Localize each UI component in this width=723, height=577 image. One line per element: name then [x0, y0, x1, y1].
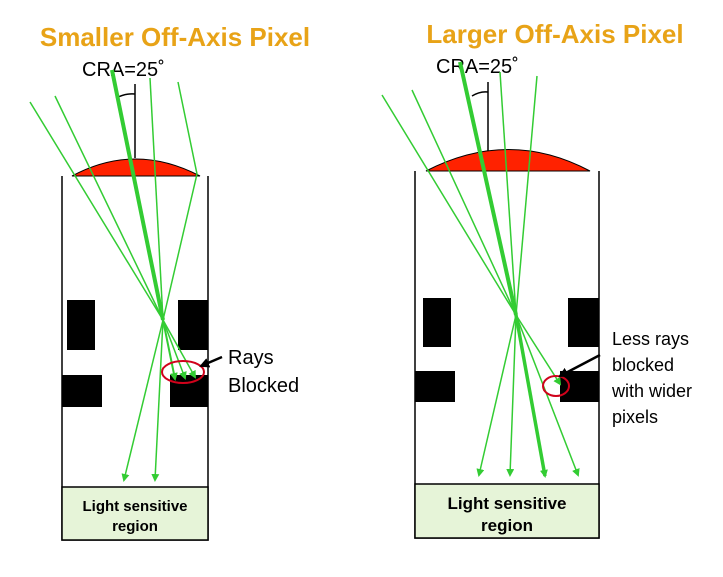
- right-ray-arrow: [515, 314, 580, 477]
- left-metal-block-upper-left: [67, 300, 95, 350]
- right-panel: Larger Off-Axis Pixel CRA=25˚: [381, 19, 692, 539]
- left-chief-ray: [110, 69, 165, 321]
- right-microlens: [425, 149, 591, 172]
- right-annotation-line4: pixels: [612, 407, 658, 427]
- right-ray: [411, 89, 517, 316]
- right-cra-label: CRA=25˚: [436, 56, 519, 78]
- left-ray-arrow-blocked: [162, 319, 187, 380]
- right-metal-block-lower-right: [560, 371, 599, 402]
- right-metal-block-upper-left: [423, 298, 451, 347]
- left-pixel-wall: [61, 176, 209, 541]
- left-ray-arrow-blocked: [162, 319, 178, 381]
- left-light-sensitive-region: [61, 486, 209, 541]
- left-ray-arrow: [151, 319, 164, 482]
- left-annotation-arrow: [199, 355, 223, 368]
- left-microlens: [71, 158, 201, 177]
- left-ray-arrow: [121, 319, 164, 482]
- left-metal-block-lower-right: [170, 375, 208, 407]
- left-rays: [29, 69, 198, 482]
- left-ray: [162, 173, 198, 321]
- right-metal-block-upper-right: [568, 298, 599, 347]
- right-annotation-line2: blocked: [612, 355, 674, 375]
- right-ray: [499, 71, 517, 316]
- left-cra-label: CRA=25˚: [82, 59, 165, 81]
- left-annotation-line2: Blocked: [228, 375, 299, 397]
- right-chief-ray: [458, 61, 518, 316]
- left-ray: [29, 101, 164, 321]
- right-ray: [515, 75, 538, 316]
- left-panel: Smaller Off-Axis Pixel CRA=25˚: [29, 22, 310, 541]
- left-metal-block-upper-right: [178, 300, 208, 350]
- left-metal-block-lower-left: [62, 375, 102, 407]
- right-angle-arc: [471, 91, 489, 97]
- right-annotation-arrow: [558, 353, 601, 378]
- left-panel-title: Smaller Off-Axis Pixel: [40, 22, 310, 52]
- left-ray: [149, 77, 164, 321]
- right-rays: [381, 61, 580, 478]
- right-chief-ray-arrow: [514, 314, 548, 478]
- left-ray: [54, 95, 164, 321]
- left-ray-arrow-blocked: [162, 319, 196, 379]
- left-region-label-line1: Light sensitive: [82, 498, 187, 515]
- right-light-sensitive-region: [414, 483, 600, 539]
- left-annotation-line1: Rays: [228, 347, 274, 369]
- right-ray-arrow: [476, 314, 517, 477]
- left-region-label-line2: region: [112, 518, 158, 535]
- right-blocked-highlight: [542, 375, 570, 397]
- right-ray: [381, 94, 517, 316]
- right-panel-title: Larger Off-Axis Pixel: [426, 19, 683, 49]
- right-ray-arrow-blocked: [515, 314, 562, 386]
- left-blocked-highlight: [161, 360, 205, 384]
- right-ray-arrow: [506, 314, 517, 477]
- left-ray: [177, 81, 198, 175]
- right-region-label-line2: region: [481, 516, 533, 535]
- right-annotation-line3: with wider: [611, 381, 692, 401]
- right-metal-block-lower-left: [415, 371, 455, 402]
- right-annotation-line1: Less rays: [612, 329, 689, 349]
- right-region-label-line1: Light sensitive: [447, 494, 566, 513]
